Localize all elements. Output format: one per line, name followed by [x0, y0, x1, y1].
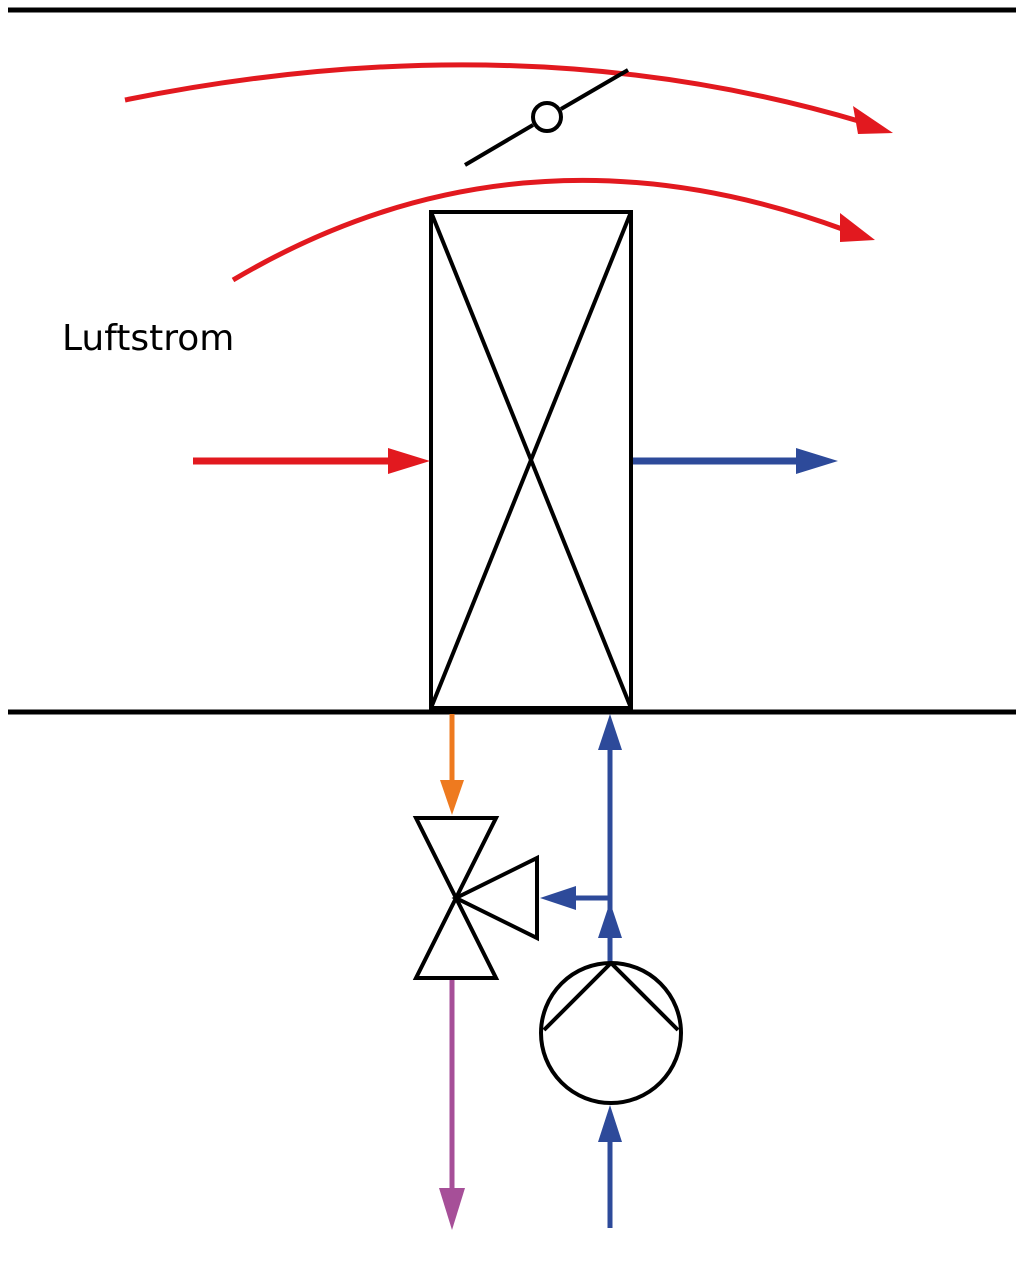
bypass-damper-icon — [463, 68, 630, 167]
bypass-airflow-arrow-lower — [231, 177, 875, 283]
supply-flow-arrow — [440, 714, 464, 815]
three-way-valve-icon — [412, 816, 539, 980]
pump-icon — [539, 961, 683, 1105]
bypass-line-arrows — [540, 714, 622, 963]
airflow-label: Luftstrom — [62, 318, 234, 359]
pump-inlet-arrow — [598, 1105, 622, 1228]
bypass-airflow-arrow-upper — [124, 62, 893, 134]
heat-exchanger-coil — [429, 210, 633, 710]
air-outlet-arrow — [633, 448, 838, 474]
air-inlet-arrow — [193, 448, 430, 474]
return-flow-arrow — [439, 980, 465, 1230]
